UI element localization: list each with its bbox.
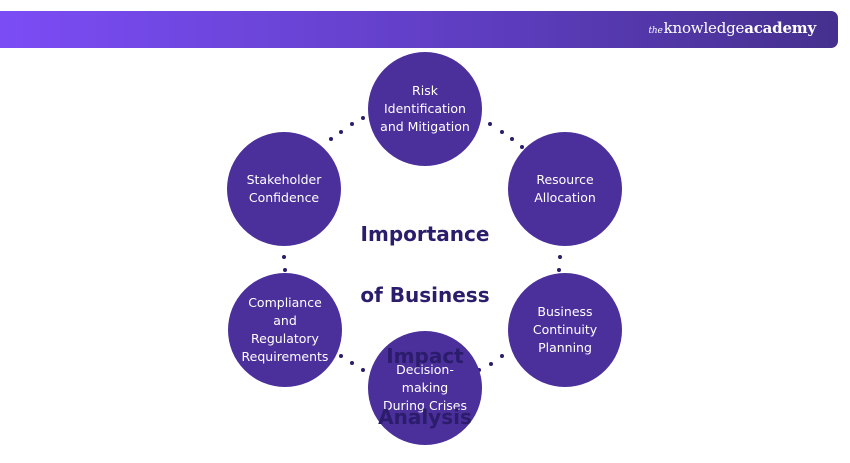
logo-main: knowledge (663, 19, 745, 37)
connector-dots (282, 116, 562, 372)
title-line: Analysis (378, 404, 472, 429)
node-business-continuity: Business Continuity Planning (508, 273, 622, 387)
node-label: Risk Identification and Mitigation (380, 83, 470, 134)
header-banner: theknowledgeacademy (0, 11, 838, 48)
node-label: Compliance and Regulatory Requirements (241, 295, 329, 364)
node-label: Decision- making During Crises (382, 362, 468, 413)
node-label: Business Continuity Planning (532, 304, 598, 355)
diagram-title: Importance of Business Impact Analysis (350, 188, 500, 463)
connector-dot (500, 130, 504, 134)
connector-dot (489, 362, 493, 366)
connector-dot (282, 255, 286, 259)
title-line: of Business (360, 282, 490, 307)
node-label: Resource Allocation (534, 172, 596, 205)
connector-dot (350, 361, 354, 365)
node-compliance: Compliance and Regulatory Requirements (228, 273, 342, 387)
connector-dot (329, 137, 333, 141)
connector-dot (339, 354, 343, 358)
connector-dot (361, 368, 365, 372)
brand-logo: theknowledgeacademy (648, 19, 816, 37)
title-line: Importance (360, 221, 490, 246)
connector-dot (283, 268, 287, 272)
connector-dot (510, 137, 514, 141)
node-label: Stakeholder Confidence (246, 172, 322, 205)
logo-bold: academy (744, 19, 816, 37)
connector-dot (488, 122, 492, 126)
connector-dot (520, 145, 524, 149)
connector-dot (339, 130, 343, 134)
connector-dot (361, 116, 365, 120)
node-risk-identification: Risk Identification and Mitigation (368, 52, 482, 166)
connector-dot (500, 354, 504, 358)
title-line: Impact (386, 343, 464, 368)
node-stakeholder-confidence: Stakeholder Confidence (227, 132, 341, 246)
logo-prefix: the (648, 26, 663, 36)
node-decision-making: Decision- making During Crises (368, 331, 482, 445)
connector-dot (558, 255, 562, 259)
node-resource-allocation: Resource Allocation (508, 132, 622, 246)
connector-dot (557, 268, 561, 272)
connector-dot (350, 122, 354, 126)
